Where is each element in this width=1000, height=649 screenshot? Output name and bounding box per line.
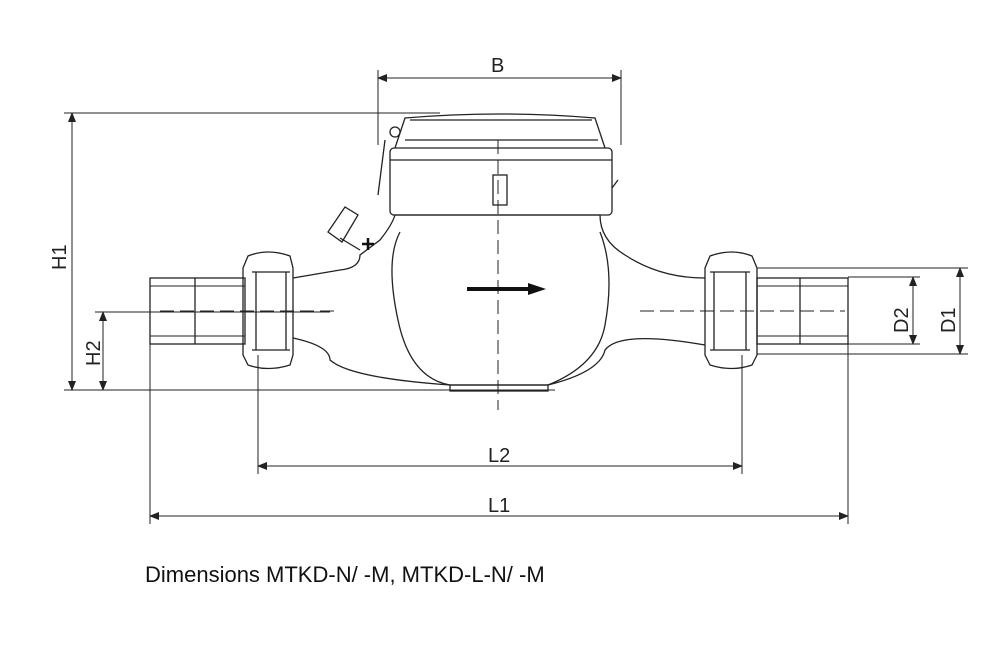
dimension-h1: H1 xyxy=(49,112,555,391)
label-l2: L2 xyxy=(488,445,510,467)
label-l1: L1 xyxy=(488,495,510,517)
dimension-l2: L2 xyxy=(257,355,743,474)
dimension-d1: D1 xyxy=(757,267,968,355)
figure-caption: Dimensions MTKD-N/ -M, MTKD-L-N/ -M xyxy=(145,562,545,587)
label-h2: H2 xyxy=(83,340,105,366)
label-b: B xyxy=(491,55,504,77)
dimension-d2: D2 xyxy=(848,276,920,345)
dimension-l1: L1 xyxy=(149,344,849,524)
label-d2: D2 xyxy=(891,307,913,333)
meter-body xyxy=(149,113,849,410)
dimension-b: B xyxy=(377,55,622,145)
label-h1: H1 xyxy=(49,244,71,270)
label-d1: D1 xyxy=(938,307,960,333)
flow-direction-arrow-icon xyxy=(467,283,546,295)
dimension-h2: H2 xyxy=(83,311,330,391)
